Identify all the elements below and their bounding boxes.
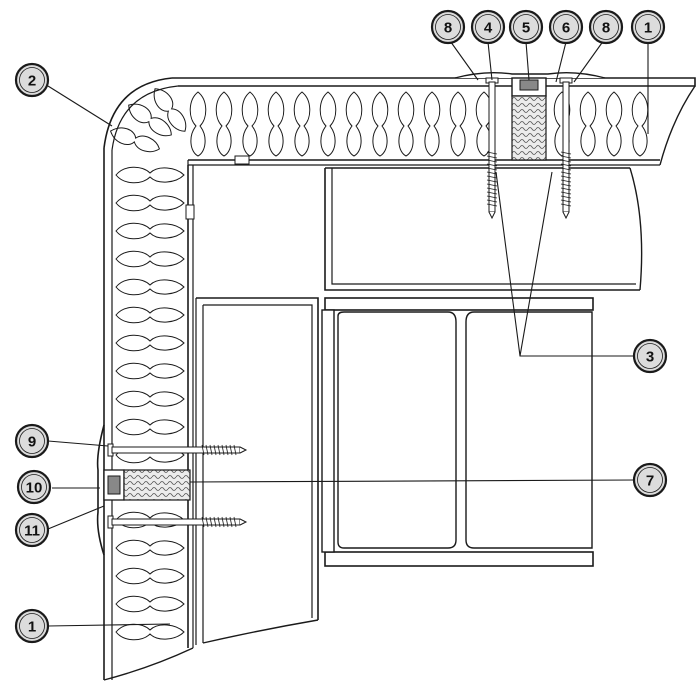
callout-11: 11 bbox=[14, 512, 50, 548]
insulation-cell bbox=[293, 91, 311, 157]
insulation-cell bbox=[115, 278, 185, 296]
callout-4-label: 4 bbox=[484, 20, 493, 37]
callout-1-bottom: 1 bbox=[14, 608, 50, 644]
insulation-cell bbox=[115, 567, 185, 585]
leader-4 bbox=[487, 41, 493, 81]
wall-insulation-core-upper bbox=[115, 166, 185, 464]
callout-11-label: 11 bbox=[24, 523, 40, 540]
callout-7: 7 bbox=[632, 462, 668, 498]
insulation-cell bbox=[115, 623, 185, 641]
callout-4: 4 bbox=[470, 9, 506, 45]
callout-1-top-label: 1 bbox=[644, 20, 652, 37]
insulation-cell bbox=[115, 250, 185, 268]
leader-8a bbox=[447, 37, 479, 81]
insulation-cell bbox=[115, 334, 185, 352]
leader-lines bbox=[47, 37, 649, 627]
insulation-cell bbox=[115, 390, 185, 408]
corner-bend bbox=[103, 77, 189, 165]
roof-break-line bbox=[659, 85, 696, 166]
corner-insulation-core bbox=[109, 88, 187, 153]
leader-7 bbox=[189, 479, 637, 483]
insulation-cell bbox=[115, 362, 185, 380]
leader-11 bbox=[47, 505, 105, 530]
insulation-cell bbox=[449, 91, 467, 157]
wall-joint-cover bbox=[96, 424, 105, 556]
wall-insulation-core-lower bbox=[115, 511, 185, 641]
steel-i-beam bbox=[321, 297, 594, 567]
callout-3-label: 3 bbox=[646, 349, 654, 366]
callout-8-right-label: 8 bbox=[602, 20, 610, 37]
callouts: 8 4 5 6 8 1 2 bbox=[14, 9, 668, 644]
wall-break-line bbox=[103, 647, 194, 681]
callout-9-label: 9 bbox=[28, 434, 36, 451]
inner-corner-clip bbox=[185, 204, 195, 220]
callout-7-label: 7 bbox=[646, 473, 654, 490]
callout-6-label: 6 bbox=[562, 20, 570, 37]
callout-8-left: 8 bbox=[430, 9, 466, 45]
callout-10-label: 10 bbox=[26, 480, 43, 497]
callout-9: 9 bbox=[14, 423, 50, 459]
insulation-cell bbox=[215, 91, 233, 157]
roof-fasteners bbox=[485, 77, 573, 220]
callout-5-label: 5 bbox=[522, 20, 530, 37]
insulation-cell bbox=[319, 91, 337, 157]
insulation-cell bbox=[345, 91, 363, 157]
leader-6 bbox=[555, 41, 567, 83]
insulation-cell bbox=[115, 595, 185, 613]
wall-joint-detail bbox=[96, 424, 248, 556]
callout-3: 3 bbox=[632, 338, 668, 374]
insulation-cell bbox=[115, 194, 185, 212]
callout-8-right: 8 bbox=[588, 9, 624, 45]
wall-fasteners bbox=[107, 443, 248, 529]
insulation-cell bbox=[109, 127, 161, 153]
screw-shank bbox=[111, 446, 241, 454]
joint-cover-cap bbox=[454, 71, 606, 79]
joint-infill bbox=[511, 95, 547, 161]
wall-column bbox=[195, 297, 319, 645]
corner-outer-skin bbox=[103, 77, 173, 149]
wall-sandwich-panel bbox=[103, 148, 250, 681]
insulation-cell bbox=[579, 91, 597, 157]
callout-2: 2 bbox=[14, 62, 50, 98]
leader-1b bbox=[47, 623, 171, 627]
insulation-cell bbox=[267, 91, 285, 157]
leader-3 bbox=[495, 171, 636, 357]
insulation-cell bbox=[371, 91, 389, 157]
insulation-cell bbox=[189, 91, 207, 157]
leader-9 bbox=[47, 440, 109, 447]
screw-shank bbox=[111, 518, 241, 526]
callout-6: 6 bbox=[548, 9, 584, 45]
roof-purlin bbox=[324, 167, 643, 291]
callout-5: 5 bbox=[508, 9, 544, 45]
leader-8b bbox=[573, 39, 605, 83]
callout-8-left-label: 8 bbox=[444, 20, 452, 37]
roof-inner-clip bbox=[234, 155, 250, 165]
wall-joint-infill bbox=[123, 469, 191, 501]
insulation-cell bbox=[241, 91, 259, 157]
insulation-cell bbox=[128, 103, 172, 137]
leader-5 bbox=[525, 41, 530, 81]
leader-2 bbox=[47, 85, 113, 127]
insulation-cell bbox=[115, 539, 185, 557]
insulation-cell bbox=[631, 91, 649, 157]
callout-2-label: 2 bbox=[28, 73, 36, 90]
callout-1-top: 1 bbox=[630, 9, 666, 45]
insulation-cell bbox=[115, 418, 185, 436]
insulation-cell bbox=[115, 166, 185, 184]
callout-1-bottom-label: 1 bbox=[28, 619, 36, 636]
insulation-cell bbox=[115, 306, 185, 324]
roof-insulation-core bbox=[189, 91, 649, 157]
roof-sandwich-panel bbox=[172, 77, 696, 166]
insulation-cell bbox=[115, 222, 185, 240]
callout-10: 10 bbox=[16, 469, 52, 505]
insulation-cell bbox=[423, 91, 441, 157]
insulation-cell bbox=[153, 88, 187, 132]
insulation-cell bbox=[605, 91, 623, 157]
roof-outer-skin bbox=[172, 77, 696, 87]
insulation-cell bbox=[397, 91, 415, 157]
